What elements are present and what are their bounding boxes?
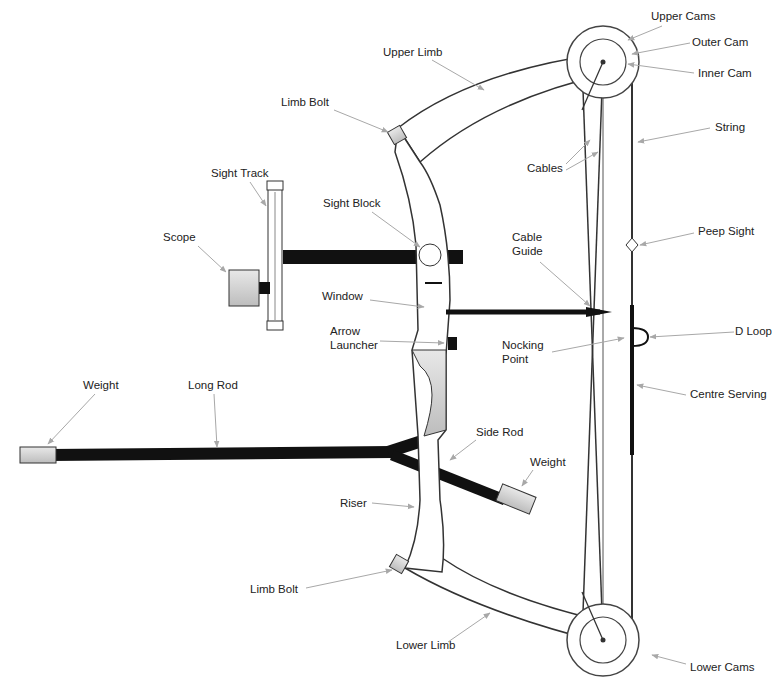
part-label: Sight Block — [323, 196, 381, 210]
sight-track-slot — [275, 192, 276, 320]
scope-mount — [258, 282, 270, 294]
string — [631, 60, 633, 642]
part-label: Side Rod — [476, 425, 523, 439]
riser — [395, 128, 450, 572]
part-label: Limb Bolt — [281, 95, 329, 109]
part-label: Lower Cams — [690, 660, 755, 674]
sight-track — [268, 186, 282, 326]
leader-lines — [48, 26, 734, 664]
cable — [603, 62, 604, 640]
part-label: Weight — [83, 378, 119, 392]
side-rod — [392, 455, 505, 500]
window — [425, 282, 442, 284]
long-rod — [50, 452, 392, 455]
cable — [582, 62, 603, 640]
part-label: Long Rod — [188, 378, 238, 392]
limb-bolt — [389, 554, 408, 573]
arrow-launcher — [448, 337, 457, 350]
cable — [582, 592, 603, 640]
cable-guide-tip — [586, 307, 612, 317]
limb-bolt — [387, 125, 406, 144]
part-label: Inner Cam — [698, 66, 752, 80]
sight-track-cap — [267, 321, 283, 330]
part-label: D Loop — [735, 324, 772, 338]
part-label: Limb Bolt — [250, 582, 298, 596]
weight — [496, 484, 536, 514]
peep-sight — [626, 238, 638, 252]
part-label: String — [715, 120, 745, 134]
part-label: Window — [322, 289, 363, 303]
part-label: Cables — [527, 161, 563, 175]
part-label: Upper Cams — [651, 9, 716, 23]
grip — [412, 350, 446, 436]
part-label: Riser — [340, 496, 367, 510]
part-label: Weight — [530, 455, 566, 469]
part-label: Lower Limb — [396, 638, 455, 652]
part-label: Sight Track — [211, 166, 269, 180]
part-label: Upper Limb — [383, 45, 442, 59]
cable — [582, 62, 603, 110]
cable-guide — [446, 310, 600, 315]
part-label: Scope — [163, 230, 196, 244]
part-label: Outer Cam — [692, 35, 748, 49]
part-label: Arrow Launcher — [330, 324, 382, 352]
sight-block — [419, 244, 441, 266]
scope — [229, 270, 259, 306]
part-label: Nocking Point — [502, 338, 558, 366]
cable — [582, 62, 603, 640]
part-label: Peep Sight — [698, 224, 754, 238]
d-loop — [632, 328, 648, 346]
part-label: Cable Guide — [512, 230, 560, 258]
sight-track-cap — [267, 181, 283, 190]
part-label: Centre Serving — [690, 387, 767, 401]
weight — [20, 447, 56, 463]
